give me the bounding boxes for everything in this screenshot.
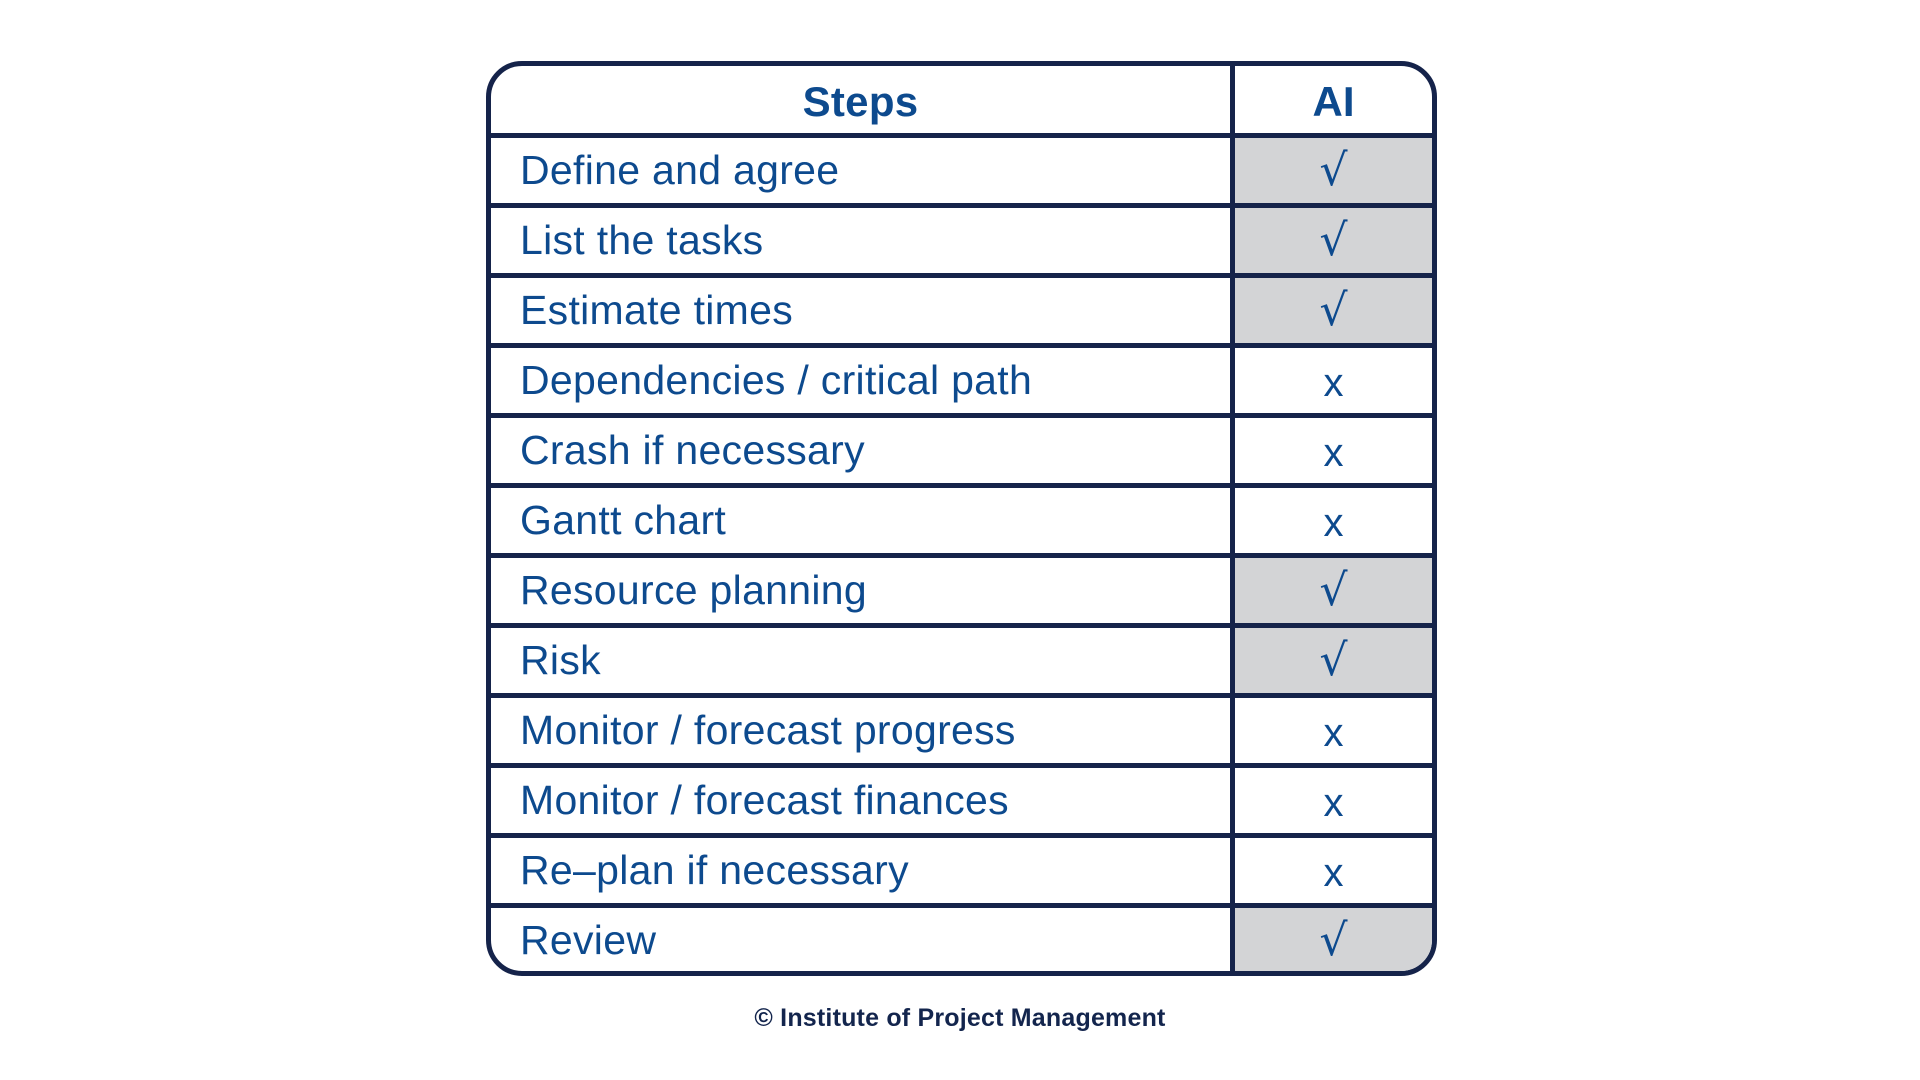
table-row: Dependencies / critical path x <box>491 343 1432 413</box>
ai-cell: √ <box>1235 138 1432 203</box>
checkmark-icon: √ <box>1319 564 1348 616</box>
cross-icon: x <box>1323 780 1344 825</box>
table-row: Estimate times √ <box>491 273 1432 343</box>
copyright-footer: © Institute of Project Management <box>754 1004 1166 1032</box>
step-label: Resource planning <box>491 558 1235 623</box>
step-label: Dependencies / critical path <box>491 348 1235 413</box>
cross-icon: x <box>1323 360 1344 405</box>
ai-cell: √ <box>1235 908 1432 971</box>
table-row: Crash if necessary x <box>491 413 1432 483</box>
table-row: Resource planning √ <box>491 553 1432 623</box>
step-label: Re–plan if necessary <box>491 838 1235 903</box>
table-row: Gantt chart x <box>491 483 1432 553</box>
step-label: List the tasks <box>491 208 1235 273</box>
cross-icon: x <box>1323 500 1344 545</box>
table-row: Monitor / forecast finances x <box>491 763 1432 833</box>
step-label: Monitor / forecast finances <box>491 768 1235 833</box>
table-row: Risk √ <box>491 623 1432 693</box>
table-header-row: Steps AI <box>491 66 1432 133</box>
step-label: Gantt chart <box>491 488 1235 553</box>
table-row: Define and agree √ <box>491 133 1432 203</box>
step-label: Define and agree <box>491 138 1235 203</box>
ai-cell: √ <box>1235 208 1432 273</box>
checkmark-icon: √ <box>1319 914 1348 966</box>
table-body: Define and agree√List the tasks√Estimate… <box>491 133 1432 971</box>
table-row: Re–plan if necessary x <box>491 833 1432 903</box>
ai-cell: x <box>1235 488 1432 553</box>
steps-column-header: Steps <box>491 66 1235 133</box>
ai-cell: x <box>1235 768 1432 833</box>
steps-ai-table: Steps AI Define and agree√List the tasks… <box>486 61 1437 976</box>
cross-icon: x <box>1323 850 1344 895</box>
step-label: Crash if necessary <box>491 418 1235 483</box>
ai-cell: √ <box>1235 278 1432 343</box>
step-label: Review <box>491 908 1235 971</box>
step-label: Monitor / forecast progress <box>491 698 1235 763</box>
step-label: Estimate times <box>491 278 1235 343</box>
table-row: List the tasks √ <box>491 203 1432 273</box>
checkmark-icon: √ <box>1319 284 1348 336</box>
table-row: Monitor / forecast progress x <box>491 693 1432 763</box>
ai-cell: √ <box>1235 558 1432 623</box>
cross-icon: x <box>1323 710 1344 755</box>
table-row: Review √ <box>491 903 1432 971</box>
cross-icon: x <box>1323 430 1344 475</box>
ai-cell: x <box>1235 698 1432 763</box>
ai-cell: √ <box>1235 628 1432 693</box>
checkmark-icon: √ <box>1319 214 1348 266</box>
ai-cell: x <box>1235 418 1432 483</box>
checkmark-icon: √ <box>1319 634 1348 686</box>
ai-cell: x <box>1235 838 1432 903</box>
ai-column-header: AI <box>1312 77 1355 125</box>
checkmark-icon: √ <box>1319 144 1348 196</box>
step-label: Risk <box>491 628 1235 693</box>
ai-cell: x <box>1235 348 1432 413</box>
